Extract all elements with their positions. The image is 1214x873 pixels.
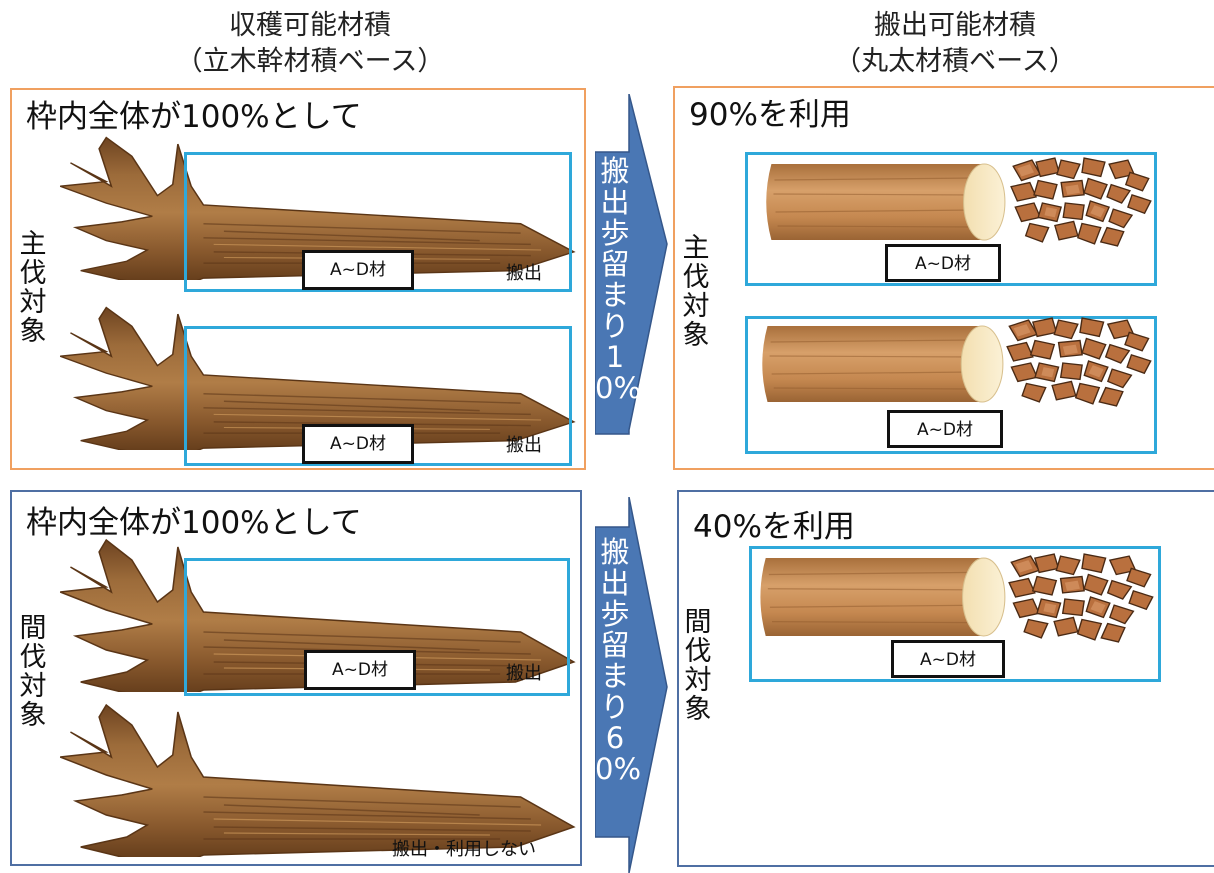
harvestable-volume-header: 収穫可能材積 （立木幹材積ベース） [110,8,510,80]
log-box [749,546,1161,682]
extracted-portion-box [184,558,570,696]
harvestable-header-line1: 収穫可能材積 [229,10,391,41]
target-label-thinning: 間伐対象 [19,613,47,731]
final-felling-standing-panel: 枠内全体が100%として 主伐対象 A~D材 搬出 A~D材 搬出 [10,88,586,470]
yield-arrow-final-felling: 搬出歩留まり10% [595,94,671,494]
final-felling-log-panel: 90%を利用 主伐対象 A~D材 A~D材 [673,86,1214,470]
grade-tag: A~D材 [304,650,416,690]
extractable-header-line2: （丸太材積ベース） [834,46,1076,77]
panel-title: 枠内全体が100%として [26,99,362,135]
extracted-portion-box [184,152,572,292]
extracted-portion-box [184,326,572,466]
not-used-label: 搬出・利用しない [392,839,536,860]
grade-tag: A~D材 [887,410,1003,448]
log-image [759,162,1007,242]
log-image [755,324,1005,404]
arrow-shape [595,497,668,873]
status-label: 搬出 [506,435,542,456]
panel-title: 40%を利用 [693,509,855,545]
wood-chips-image [1005,316,1155,408]
target-label-thinning: 間伐対象 [684,607,712,725]
wood-chips-image [1007,552,1157,644]
yield-arrow-thinning: 搬出歩留まり60% [595,497,671,873]
grade-tag: A~D材 [885,244,1001,282]
panel-title: 90%を利用 [689,97,851,133]
yield-text: 搬出歩留まり60% [595,535,642,786]
arrow-shape [595,94,668,435]
log-image [753,556,1007,638]
status-label: 搬出 [506,263,542,284]
tree-stem-image [50,697,582,857]
log-box [745,316,1157,454]
extractable-header-line1: 搬出可能材積 [874,10,1036,41]
status-label: 搬出 [506,663,542,684]
log-box [745,152,1157,286]
harvestable-header-line2: （立木幹材積ベース） [175,46,445,77]
yield-text: 搬出歩留まり10% [595,154,642,405]
grade-tag: A~D材 [302,424,414,464]
thinning-standing-panel: 枠内全体が100%として 間伐対象 A~D材 搬出 搬出・利用しない [10,490,582,866]
target-label-final-felling: 主伐対象 [682,233,710,351]
panel-title: 枠内全体が100%として [26,505,362,541]
extractable-volume-header: 搬出可能材積 （丸太材積ベース） [745,8,1165,80]
grade-tag: A~D材 [891,640,1005,678]
target-label-final-felling: 主伐対象 [19,229,47,347]
thinning-log-panel: 40%を利用 間伐対象 A~D材 [677,490,1214,867]
wood-chips-image [1009,156,1155,248]
grade-tag: A~D材 [302,250,414,290]
